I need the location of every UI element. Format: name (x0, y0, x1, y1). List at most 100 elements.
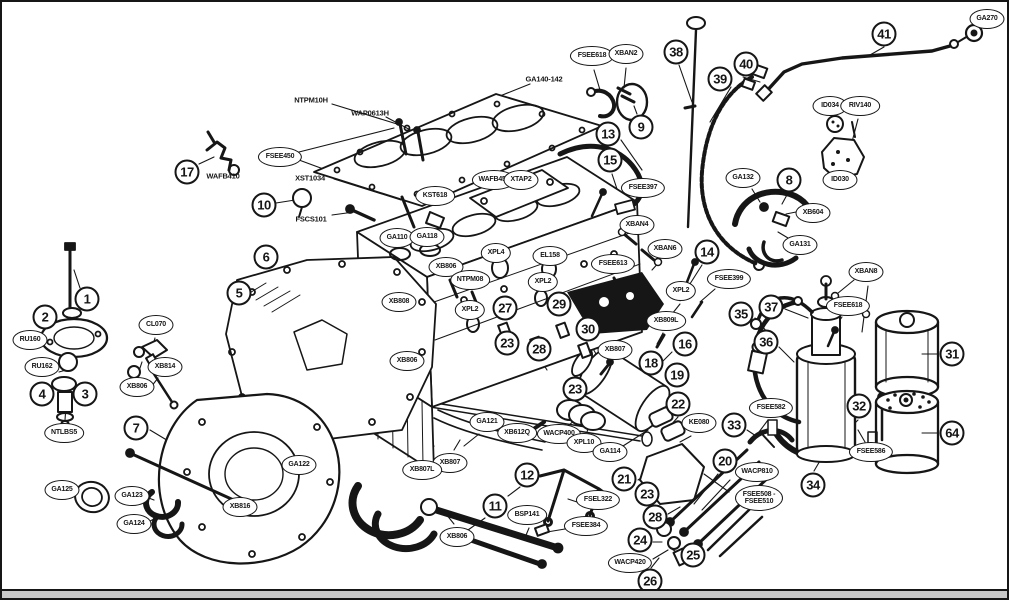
callout-part-KST618: KST618 (415, 186, 455, 206)
callout-part-GA118: GA118 (409, 227, 445, 247)
callout-part-WACP810: WACP810 (734, 462, 780, 482)
callout-part-GA121: GA121 (469, 412, 505, 432)
callout-number-35: 35 (728, 301, 754, 327)
callout-part-CL070: CL070 (138, 315, 174, 335)
callout-part-NTLBS5: NTLBS5 (44, 423, 84, 443)
callout-number-39: 39 (707, 66, 733, 92)
callout-part-GA125: GA125 (44, 480, 80, 500)
part-code: GA110 (386, 234, 408, 242)
callout-number-15: 15 (597, 147, 623, 173)
callout-number-38: 38 (663, 39, 689, 65)
part-code: GA118 (416, 233, 438, 241)
part-code: GA270 (976, 15, 998, 23)
callout-number-64: 64 (939, 420, 965, 446)
callout-part-XB612Q: XB612Q (497, 423, 537, 443)
callout-number-11: 11 (482, 493, 508, 519)
part-code: WAFB450 (478, 176, 510, 184)
callout-part-WACP420: WACP420 (607, 553, 653, 573)
callout-part-BSP141: BSP141 (507, 505, 547, 525)
flexible-cable (699, 62, 769, 271)
callout-number-19: 19 (664, 362, 690, 388)
callout-part-XPL2: XPL2 (454, 300, 486, 320)
callout-number-25: 25 (680, 542, 706, 568)
part-code: FSEE618 (833, 302, 863, 310)
callout-part-FSEE450: FSEE450 (257, 147, 303, 167)
part-code: FSEE399 (714, 275, 744, 283)
callout-part-GA131: GA131 (782, 235, 818, 255)
callout-part-XPL2: XPL2 (665, 281, 697, 301)
callout-number-2: 2 (32, 304, 58, 330)
part-code: XPL2 (461, 306, 479, 314)
callout-part-XBAN6: XBAN6 (647, 239, 683, 259)
part-code: XB806 (435, 263, 457, 271)
text-label-WAFB410: WAFB410 (206, 171, 240, 181)
callout-number-18: 18 (638, 350, 664, 376)
oil-filter-cartridges (874, 309, 940, 475)
callout-number-4: 4 (29, 381, 55, 407)
callout-number-12: 12 (514, 462, 540, 488)
part-code: WACP420 (614, 559, 646, 567)
filler-elbow-and-oring (586, 82, 649, 122)
part-code: RU162 (31, 363, 53, 371)
callout-part-FSEE618: FSEE618 (569, 46, 615, 66)
part-code: XB806 (446, 533, 468, 541)
part-code: XB806 (396, 357, 418, 365)
callout-number-36: 36 (753, 329, 779, 355)
callout-part-XB806: XB806 (428, 257, 464, 277)
callout-part-GA114: GA114 (592, 442, 628, 462)
callout-part-RU160: RU160 (12, 330, 48, 350)
callout-number-22: 22 (665, 391, 691, 417)
callout-part-XBAN4: XBAN4 (619, 215, 655, 235)
part-code: XB807 (604, 346, 626, 354)
callout-part-XBAN8: XBAN8 (848, 262, 884, 282)
callout-number-33: 33 (721, 412, 747, 438)
callout-number-24: 24 (627, 527, 653, 553)
callout-number-28: 28 (642, 504, 668, 530)
callout-number-14: 14 (694, 239, 720, 265)
callout-part-XBAN2: XBAN2 (608, 44, 644, 64)
part-code: XB816 (229, 503, 251, 511)
part-code: FSEE618 (577, 52, 607, 60)
callout-part-FSEE586: FSEE586 (848, 442, 894, 462)
callout-number-37: 37 (758, 294, 784, 320)
part-code: FSEE397 (628, 184, 658, 192)
callout-part-XB806: XB806 (439, 527, 475, 547)
callout-number-23: 23 (562, 376, 588, 402)
part-code: XPL10 (573, 439, 595, 447)
part-code: FSEL322 (583, 496, 613, 504)
part-code: RIV140 (848, 102, 872, 110)
part-code: XB814 (154, 363, 176, 371)
callout-part-GA110: GA110 (379, 228, 415, 248)
callout-part-GA124: GA124 (116, 514, 152, 534)
callout-part-XB806: XB806 (119, 377, 155, 397)
part-code: GA121 (476, 418, 498, 426)
part-code: FSEE450 (265, 153, 295, 161)
callout-part-GA122: GA122 (281, 455, 317, 475)
callout-number-13: 13 (595, 121, 621, 147)
callout-number-5: 5 (226, 280, 252, 306)
part-code: WACP400 (543, 430, 575, 438)
part-code: XB604 (802, 209, 824, 217)
part-code: FSEE508 - (742, 490, 776, 498)
callout-part-FSEE399: FSEE399 (706, 269, 752, 289)
callout-part-FSEE618: FSEE618 (825, 296, 871, 316)
callout-number-41: 41 (871, 21, 897, 47)
callout-number-23: 23 (494, 330, 520, 356)
callout-number-31: 31 (939, 341, 965, 367)
callout-part-FSEE508: FSEE508 -FSEE510 (735, 485, 783, 511)
callout-part-XB814: XB814 (147, 357, 183, 377)
callout-part-XTAP2: XTAP2 (503, 170, 539, 190)
callout-number-1: 1 (74, 286, 100, 312)
part-code: XB612Q (504, 429, 530, 437)
part-code: XB807L (409, 466, 435, 474)
part-code: FSEE613 (598, 260, 628, 268)
text-label-XST1034: XST1034 (295, 173, 325, 183)
callout-part-XB808: XB808 (381, 292, 417, 312)
callout-part-RU162: RU162 (24, 357, 60, 377)
part-code: KST618 (422, 192, 448, 200)
part-code: WACP810 (741, 468, 773, 476)
callout-number-7: 7 (123, 415, 149, 441)
callout-part-XB604: XB604 (795, 203, 831, 223)
